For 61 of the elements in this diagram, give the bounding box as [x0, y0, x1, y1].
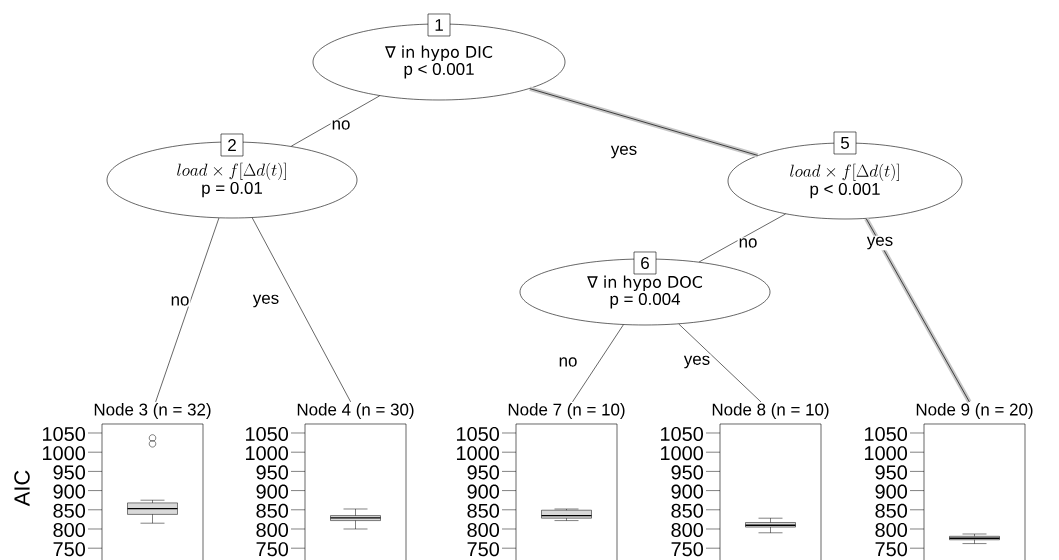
- tick-label: 750: [671, 542, 703, 557]
- node-number-box: 6: [633, 251, 657, 275]
- node-title: Node 9 (n = 20): [916, 403, 1033, 419]
- edge-label: no: [169, 295, 191, 307]
- tick-label: 900: [467, 484, 499, 499]
- tick-label: 1050: [246, 426, 288, 442]
- tick-label: 800: [467, 522, 499, 538]
- edge-line: [572, 324, 624, 403]
- tick-label: 850: [53, 503, 85, 518]
- tick-label: 800: [671, 522, 703, 538]
- tick-label: 1050: [457, 426, 499, 442]
- tick-label: 1050: [865, 426, 907, 442]
- edge-line: [290, 95, 380, 147]
- tick-label: 800: [875, 522, 907, 538]
- edge-line: [251, 217, 351, 403]
- tick-label: 850: [671, 503, 703, 518]
- tick-label: 900: [671, 484, 703, 499]
- tick-label: 1000: [457, 446, 499, 461]
- tick-label: 950: [467, 465, 499, 480]
- edge-label: yes: [251, 293, 281, 309]
- tick-label: 1050: [43, 426, 85, 442]
- tick-label: 1050: [661, 426, 703, 442]
- edge-line: [529, 86, 759, 158]
- tick-label: 750: [875, 542, 907, 557]
- node-title: Node 3 (n = 32): [94, 403, 211, 419]
- tick-label: 900: [875, 484, 907, 499]
- edge-label: yes: [865, 235, 895, 251]
- edge-label: no: [737, 237, 759, 249]
- tick-label: 1000: [661, 446, 703, 461]
- edge-label: yes: [682, 354, 712, 370]
- node-title: Node 4 (n = 30): [297, 403, 414, 419]
- tick-label: 750: [53, 542, 85, 557]
- node-number-box: 5: [833, 131, 857, 155]
- edge-line: [678, 323, 762, 403]
- edge-line: [864, 217, 972, 403]
- tick-label: 750: [467, 542, 499, 557]
- tick-label: 950: [53, 465, 85, 480]
- node-number-box: 2: [220, 133, 244, 157]
- tick-label: 800: [256, 522, 288, 538]
- tick-label: 950: [875, 465, 907, 480]
- edge-line: [698, 213, 786, 263]
- tick-label: 950: [671, 465, 703, 480]
- edge-label: no: [557, 356, 579, 368]
- tick-label: 850: [467, 503, 499, 518]
- tick-label: 800: [53, 522, 85, 538]
- edge-label: no: [330, 119, 352, 131]
- tick-label: 950: [256, 465, 288, 480]
- edge-line: [155, 217, 220, 403]
- tick-label: 1000: [865, 446, 907, 461]
- tick-label: 1000: [43, 446, 85, 461]
- tick-label: 900: [53, 484, 85, 499]
- node-number-box: 1: [427, 13, 451, 37]
- tick-label: 850: [256, 503, 288, 518]
- axis-title: AIC: [14, 470, 30, 507]
- tick-label: 900: [256, 484, 288, 499]
- tick-label: 1000: [246, 446, 288, 461]
- node-title: Node 8 (n = 10): [712, 403, 829, 419]
- tick-label: 750: [256, 542, 288, 557]
- node-title: Node 7 (n = 10): [508, 403, 625, 419]
- edge-label: yes: [609, 144, 639, 160]
- tick-label: 850: [875, 503, 907, 518]
